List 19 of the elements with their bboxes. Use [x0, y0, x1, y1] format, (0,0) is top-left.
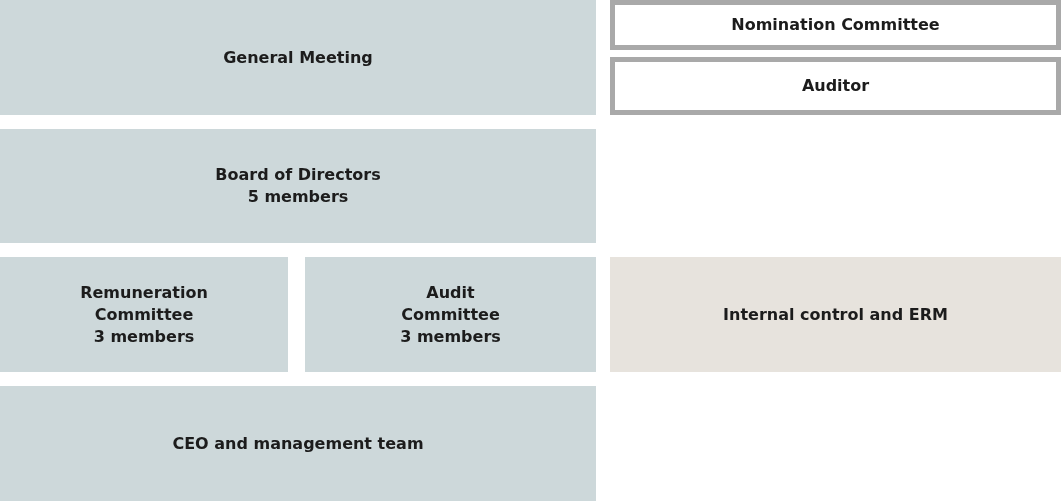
org-box [0, 257, 288, 372]
box-title: General Meeting [223, 46, 373, 69]
org-box [610, 257, 1061, 372]
box-title: CEO and management team [172, 432, 424, 455]
org-box [0, 129, 596, 243]
org-box [0, 0, 596, 115]
member-count: 3 members [93, 325, 195, 348]
member-count: 5 members [247, 186, 349, 208]
box-title: Nomination Committee [731, 14, 940, 36]
box-title: Audit Committee [400, 281, 501, 326]
box-title: Board of Directors [215, 164, 381, 186]
org-box [0, 386, 596, 501]
org-box [610, 57, 1061, 115]
org-box [305, 257, 596, 372]
box-title: Remuneration Committee [79, 281, 209, 326]
box-title: Internal control and ERM [723, 303, 948, 326]
box-title: Auditor [801, 75, 870, 97]
member-count: 3 members [400, 325, 501, 348]
org-box [610, 0, 1061, 50]
